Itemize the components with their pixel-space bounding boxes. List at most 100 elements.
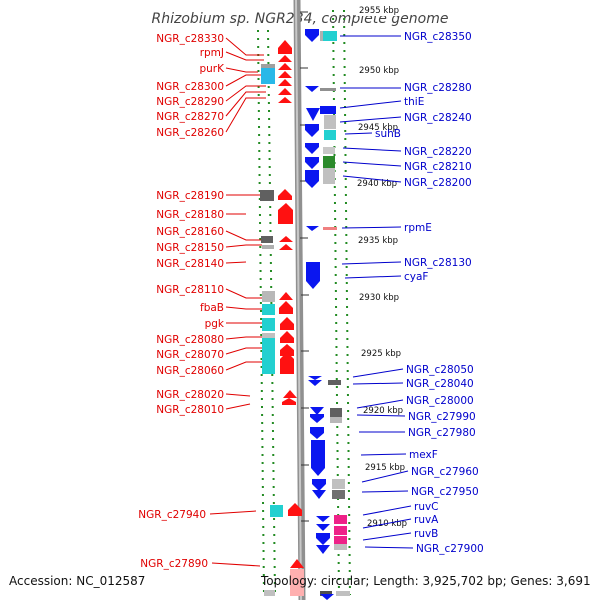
gene-box-darkgray [261, 236, 273, 243]
forward-gene-arrow [279, 292, 293, 300]
right-connector-line [356, 399, 404, 409]
right-track-boxes [320, 31, 350, 596]
forward-gene-arrow [282, 398, 296, 405]
gene-label-left: NGR_c28190 [156, 190, 224, 202]
gene-box-dash [320, 88, 336, 91]
right-connector-line [344, 132, 373, 135]
reverse-gene-arrow [305, 86, 319, 92]
forward-gene-arrow [280, 352, 294, 374]
forward-gene-arrow [280, 344, 294, 356]
right-connector-line [361, 470, 409, 483]
reverse-gene-arrow [312, 479, 326, 491]
forward-gene-arrow [278, 63, 292, 70]
forward-gene-arrow [278, 79, 292, 86]
forward-gene-arrow [278, 189, 292, 200]
right-connector-line [341, 226, 402, 229]
forward-gene-arrow [279, 301, 293, 314]
right-connector-line [339, 100, 402, 109]
right-connector-line [362, 532, 412, 541]
gene-box-gray [262, 245, 274, 249]
reverse-gene-arrow [316, 533, 330, 545]
scale-label: 2915 kbp [365, 463, 405, 473]
gene-label-right: NGR_c27900 [416, 543, 484, 555]
gene-label-right: ruvC [414, 501, 439, 513]
gene-label-right: thiE [404, 96, 424, 108]
forward-gene-arrow [280, 317, 294, 330]
right-connector-line [360, 453, 407, 456]
gene-label-left: NGR_c28330 [156, 33, 224, 45]
reverse-gene-arrow [311, 440, 325, 476]
forward-gene-arrow [278, 40, 292, 54]
scale-ticks [300, 11, 309, 522]
gene-box-gray [261, 64, 275, 68]
left-connector-lines [209, 37, 266, 567]
gene-label-left: NGR_c28270 [156, 111, 224, 123]
forward-gene-arrow [279, 236, 293, 242]
scale-label-bg [355, 121, 401, 133]
gene-label-right: NGR_c28350 [404, 31, 472, 43]
reverse-gene-arrow [305, 29, 319, 42]
gene-box-pink [323, 227, 337, 230]
scale-label-bg [362, 461, 408, 473]
gene-label-left: NGR_c28010 [156, 404, 224, 416]
left-connector-line [211, 562, 261, 567]
left-track-boxes [260, 64, 283, 596]
right-connector-line [342, 147, 402, 152]
reverse-gene-arrow [320, 106, 336, 114]
reverse-gene-arrow [305, 143, 319, 154]
gene-box-cyan [262, 318, 275, 331]
right-connector-line [362, 518, 412, 529]
left-connector-line [225, 67, 258, 73]
right-connector-line [361, 490, 409, 493]
left-connector-line [225, 361, 262, 371]
reverse-gene-arrow [308, 380, 322, 386]
gene-box-cyan [323, 31, 337, 41]
right-connector-line [342, 175, 402, 183]
left-connector-line [225, 85, 266, 102]
gene-label-right: NGR_c28240 [404, 112, 472, 124]
scale-label-bg [354, 177, 400, 189]
reverse-gene-arrow [316, 516, 330, 522]
gene-label-left: NGR_c28160 [156, 226, 224, 238]
gene-box-gray [336, 591, 350, 596]
left-connector-line [225, 288, 262, 299]
scale-label: 2920 kbp [363, 406, 403, 416]
gene-label-right: NGR_c27950 [411, 486, 479, 498]
gene-label-left: purK [199, 63, 225, 75]
gene-box-gray [320, 31, 323, 41]
gene-label-left: NGR_c28180 [156, 209, 224, 221]
gene-box-cyan [324, 130, 336, 140]
forward-gene-arrow [290, 559, 304, 568]
gene-label-right: NGR_c27990 [408, 411, 476, 423]
reverse-gene-arrows [305, 29, 336, 600]
gene-label-left: NGR_c28110 [156, 284, 224, 296]
gene-box-cyan [270, 505, 283, 517]
gene-box-darkgray [332, 490, 345, 499]
accession-label: Accession: NC_012587 [9, 574, 145, 588]
forward-gene-arrow [288, 503, 302, 516]
right-connector-lines [339, 35, 414, 549]
gene-box-cyan [262, 338, 275, 352]
gene-label-left: NGR_c28080 [156, 334, 224, 346]
gene-box-darkgray [328, 380, 341, 385]
topology-label: Topology: circular; Length: 3,925,702 bp… [260, 574, 591, 588]
reverse-gene-arrow [320, 594, 334, 600]
left-connector-line [225, 244, 262, 248]
left-connector-line [225, 37, 264, 56]
reverse-gene-arrow [316, 545, 330, 554]
gene-label-right: NGR_c28200 [404, 177, 472, 189]
left-connector-line [225, 74, 266, 87]
gene-label-right: NGR_c28130 [404, 257, 472, 269]
scale-label: 2940 kbp [357, 179, 397, 189]
forward-gene-arrow [279, 244, 293, 250]
reverse-gene-arrow [308, 376, 322, 380]
left-connector-line [225, 261, 247, 264]
gene-box-gray [264, 590, 275, 596]
gene-label-right: NGR_c28220 [404, 146, 472, 158]
gene-label-right: ruvA [414, 514, 439, 526]
left-connector-line [209, 510, 257, 515]
right-connector-line [344, 275, 402, 279]
gene-label-right: NGR_c28280 [404, 82, 472, 94]
scale-label: 2930 kbp [359, 293, 399, 303]
